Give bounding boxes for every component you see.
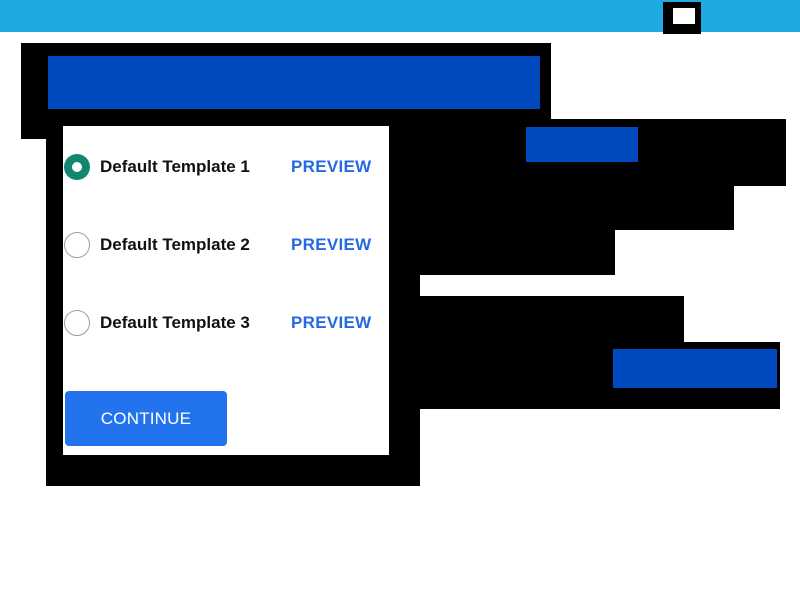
preview-link[interactable]: PREVIEW: [291, 157, 372, 176]
template-option[interactable]: Default Template 2 PREVIEW: [63, 227, 389, 263]
template-option[interactable]: Default Template 1 PREVIEW: [63, 149, 389, 185]
template-label: Default Template 2: [100, 235, 250, 254]
preview-link[interactable]: PREVIEW: [291, 235, 372, 254]
obscured-region: [420, 230, 615, 275]
continue-button[interactable]: CONTINUE: [65, 391, 227, 446]
preview-link[interactable]: PREVIEW: [291, 313, 372, 332]
radio-unselected-icon[interactable]: [64, 232, 90, 258]
radio-unselected-icon[interactable]: [64, 310, 90, 336]
radio-selected-icon[interactable]: [64, 154, 90, 180]
blue-block: [613, 349, 777, 388]
template-option[interactable]: Default Template 3 PREVIEW: [63, 305, 389, 341]
blue-block: [526, 127, 638, 162]
obscured-region: [420, 296, 684, 342]
window-control[interactable]: [663, 2, 701, 34]
square-icon: [673, 8, 695, 24]
blue-bar: [48, 56, 540, 109]
template-label: Default Template 1: [100, 157, 250, 176]
template-dialog: Default Template 1 PREVIEW Default Templ…: [63, 126, 389, 455]
template-label: Default Template 3: [100, 313, 250, 332]
obscured-region: [420, 186, 734, 230]
